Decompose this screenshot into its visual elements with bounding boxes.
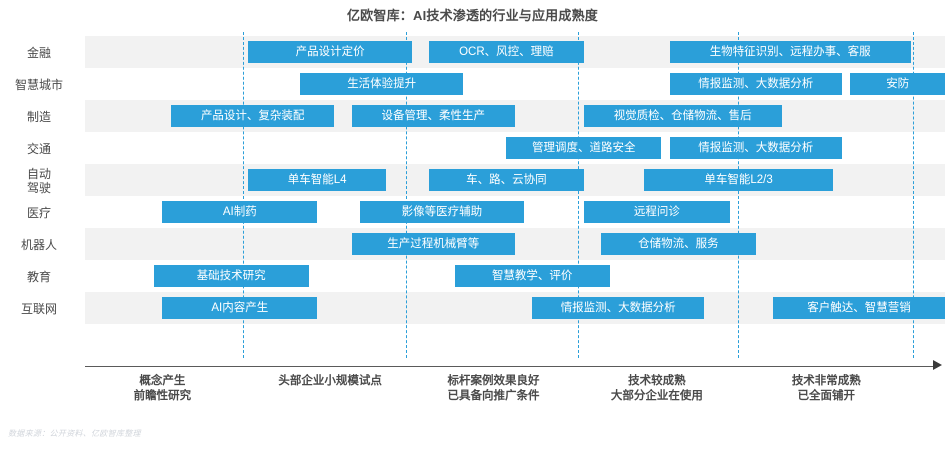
x-axis-stage-1: 概念产生前瞻性研究 (133, 375, 192, 402)
source-note: 数据来源：公开资料、亿欧智库整理 (8, 429, 141, 438)
chart-row-band (85, 228, 945, 260)
chart-bar[interactable]: 远程问诊 (583, 201, 730, 223)
chart-bar[interactable]: 设备管理、柔性生产 (351, 105, 515, 127)
x-axis-line (85, 366, 935, 367)
chart-bar[interactable]: 情报监测、大数据分析 (669, 137, 842, 159)
y-axis-label-5: 自动驾驶 (26, 167, 51, 195)
gridline-3 (577, 32, 579, 358)
chart-bar[interactable]: OCR、风控、理赔 (429, 41, 584, 63)
chart-bar[interactable]: AI制药 (162, 201, 318, 223)
y-axis-label-4: 交通 (26, 142, 51, 156)
y-axis-label-3: 制造 (26, 110, 51, 124)
y-axis-label-2: 智慧城市 (14, 78, 63, 92)
chart-bar[interactable]: 安防 (850, 73, 945, 95)
y-axis-label-7: 机器人 (20, 238, 57, 252)
chart-bar[interactable]: 视觉质检、仓储物流、售后 (583, 105, 782, 127)
chart-bar[interactable]: 生活体验提升 (300, 73, 464, 95)
chart-bar[interactable]: 情报监测、大数据分析 (532, 297, 705, 319)
y-axis-label-6: 医疗 (26, 206, 51, 220)
chart-bar[interactable]: 生物特征识别、远程办事、客服 (669, 41, 911, 63)
chart-bar[interactable]: 管理调度、道路安全 (506, 137, 662, 159)
chart-bar[interactable]: AI内容产生 (162, 297, 318, 319)
chart-bar[interactable]: 车、路、云协同 (429, 169, 584, 191)
chart-bar[interactable]: 单车智能L2/3 (644, 169, 834, 191)
chart-bar[interactable]: 客户触达、智慧营销 (773, 297, 945, 319)
gridline-4 (737, 32, 739, 358)
chart-bar[interactable]: 影像等医疗辅助 (360, 201, 524, 223)
gridline-2 (405, 32, 407, 358)
x-axis-stage-3: 标杆案例效果良好已具备向推广条件 (447, 375, 540, 402)
y-axis-label-8: 教育 (26, 270, 51, 284)
x-axis-stage-4: 技术较成熟大部分企业在使用 (610, 375, 703, 402)
gridline-1 (243, 32, 245, 358)
x-axis-arrow-icon (933, 360, 942, 370)
gridline-5 (913, 32, 915, 358)
chart-bar[interactable]: 仓储物流、服务 (601, 233, 756, 255)
page-title: 亿欧智库：AI技术渗透的行业与应用成熟度 (346, 8, 598, 23)
y-axis-label-1: 金融 (26, 46, 51, 60)
chart-bar[interactable]: 生产过程机械臂等 (351, 233, 515, 255)
x-axis-stage-5: 技术非常成熟已全面铺开 (791, 375, 861, 402)
y-axis-label-9: 互联网 (20, 302, 57, 316)
chart-bar[interactable]: 基础技术研究 (153, 265, 309, 287)
x-axis-stage-2: 头部企业小规模试点 (278, 375, 382, 387)
chart-bar[interactable]: 产品设计、复杂装配 (171, 105, 335, 127)
chart-bar[interactable]: 情报监测、大数据分析 (669, 73, 842, 95)
chart-bar[interactable]: 产品设计定价 (248, 41, 412, 63)
chart-bar[interactable]: 智慧教学、评价 (454, 265, 610, 287)
chart-bar[interactable]: 单车智能L4 (248, 169, 386, 191)
